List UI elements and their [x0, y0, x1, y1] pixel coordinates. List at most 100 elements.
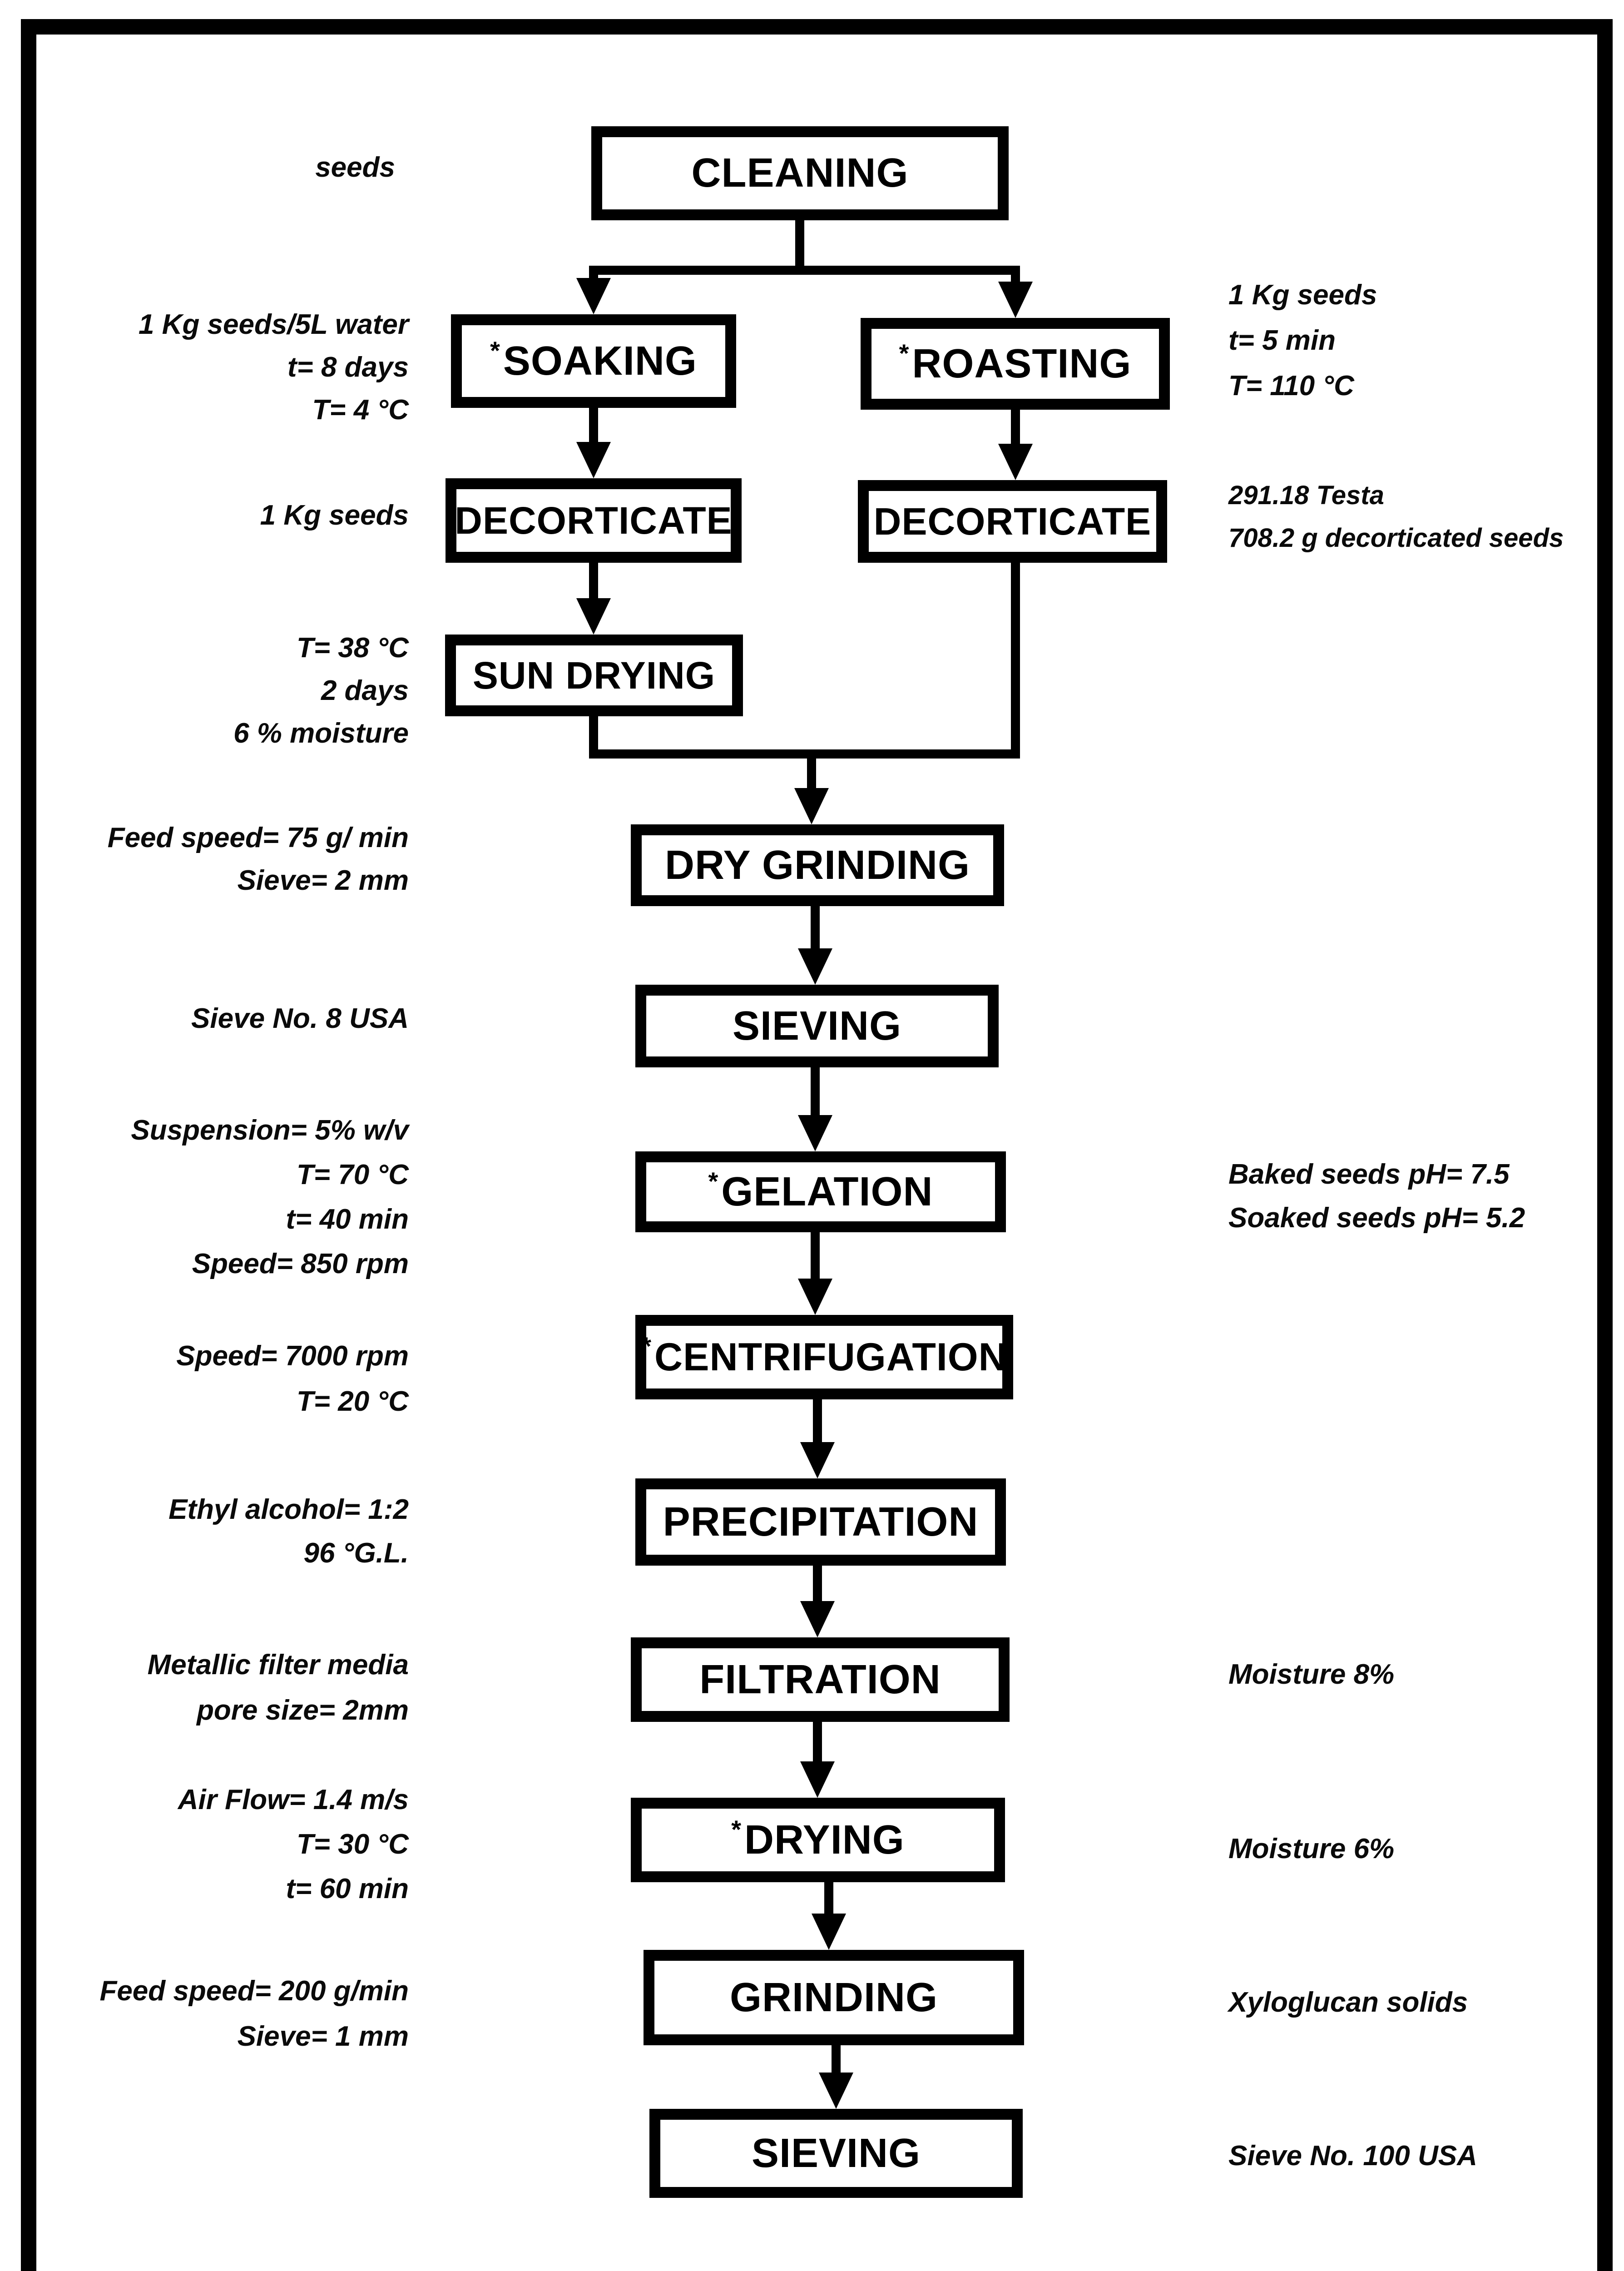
- arrowhead-to-centrifugation: [798, 1279, 832, 1315]
- process-box-label: CLEANING: [691, 150, 909, 196]
- annotation-grinding-right: Xyloglucan solids: [1228, 1981, 1610, 2024]
- annotation-line: seeds: [315, 152, 395, 183]
- process-box-filtration: FILTRATION: [631, 1637, 1010, 1722]
- process-box-gelation: *GELATION: [635, 1151, 1006, 1232]
- connector-merge-drop: [807, 759, 816, 791]
- annotation-line: 2 days: [321, 675, 409, 706]
- annotation-roasting-right: 1 Kg seeds t= 5 min T= 110 °C: [1228, 273, 1610, 409]
- arrowhead-to-drying: [800, 1761, 835, 1798]
- annotation-sun-drying-left: T= 38 °C 2 days 6 % moisture: [0, 627, 409, 755]
- connector-grinding-sieving2: [832, 2045, 841, 2076]
- annotation-grinding-left: Feed speed= 200 g/min Sieve= 1 mm: [0, 1969, 409, 2059]
- connector-split-horizontal: [589, 266, 1020, 275]
- process-box-label: *DRYING: [731, 1815, 905, 1863]
- annotation-line: Speed= 850 rpm: [192, 1248, 409, 1279]
- annotation-sieving1-left: Sieve No. 8 USA: [0, 997, 409, 1040]
- annotation-line: Feed speed= 200 g/min: [99, 1975, 409, 2007]
- connector-cleaning-stem: [795, 217, 804, 270]
- arrowhead-to-precipitation: [800, 1442, 835, 1478]
- connector-split-right-drop: [1011, 270, 1020, 285]
- process-box-grinding: GRINDING: [644, 1950, 1024, 2045]
- annotation-filtration-right: Moisture 8%: [1228, 1653, 1610, 1696]
- annotation-drying-right: Moisture 6%: [1228, 1828, 1610, 1870]
- annotation-decorticate-left: 1 Kg seeds: [0, 494, 409, 537]
- process-box-label: DRY GRINDING: [664, 842, 970, 888]
- arrowhead-to-dry-grinding: [794, 788, 829, 824]
- arrowhead-to-sun-drying: [576, 598, 611, 635]
- annotation-line: T= 70 °C: [296, 1159, 409, 1190]
- annotation-line: Metallic filter media: [147, 1649, 409, 1681]
- connector-roasting-decorticate: [1011, 410, 1020, 447]
- annotation-line: Soaked seeds pH= 5.2: [1228, 1202, 1525, 1234]
- annotation-line: t= 60 min: [286, 1873, 409, 1904]
- arrowhead-to-gelation: [798, 1115, 832, 1151]
- process-box-label: SIEVING: [751, 2130, 921, 2176]
- process-box-label: *GELATION: [708, 1166, 933, 1215]
- annotation-line: 1 Kg seeds: [1228, 279, 1377, 311]
- connector-decorticate-sundrying: [589, 563, 598, 602]
- annotation-dry-grinding-left: Feed speed= 75 g/ min Sieve= 2 mm: [0, 817, 409, 902]
- annotation-line: Air Flow= 1.4 m/s: [178, 1784, 409, 1815]
- process-box-label: *SOAKING: [490, 336, 697, 384]
- annotation-seeds: seeds: [0, 146, 395, 189]
- process-box-decorticate-right: DECORTICATE: [858, 480, 1167, 563]
- process-box-soaking: *SOAKING: [451, 314, 736, 408]
- process-box-sieving-2: SIEVING: [649, 2109, 1023, 2198]
- annotation-line: 6 % moisture: [233, 718, 409, 749]
- arrowhead-to-decorticate-right: [998, 444, 1033, 480]
- arrowhead-to-decorticate-left: [576, 442, 611, 478]
- annotation-line: T= 30 °C: [296, 1829, 409, 1860]
- process-box-precipitation: PRECIPITATION: [635, 1478, 1006, 1566]
- connector-drying-grinding: [824, 1882, 833, 1917]
- connector-gelation-centrifugation: [811, 1232, 820, 1282]
- annotation-line: T= 20 °C: [296, 1386, 409, 1417]
- annotation-line: Speed= 7000 rpm: [176, 1340, 409, 1372]
- connector-soaking-decorticate: [589, 408, 598, 444]
- process-box-label: GRINDING: [730, 1974, 938, 2020]
- annotation-line: Feed speed= 75 g/ min: [107, 822, 409, 853]
- process-box-label: SUN DRYING: [472, 654, 716, 697]
- process-box-label: DECORTICATE: [455, 499, 733, 542]
- annotation-line: Moisture 8%: [1228, 1659, 1395, 1690]
- annotation-line: 291.18 Testa: [1228, 481, 1384, 510]
- process-box-sun-drying: SUN DRYING: [445, 635, 743, 716]
- critical-asterisk: *: [899, 338, 910, 367]
- annotation-line: 1 Kg seeds/5L water: [138, 309, 409, 340]
- arrowhead-to-sieving-2: [819, 2073, 853, 2109]
- arrowhead-to-sieving-1: [798, 948, 832, 985]
- process-box-decorticate-left: DECORTICATE: [446, 478, 742, 563]
- connector-precipitation-filtration: [813, 1566, 822, 1604]
- process-box-label: *ROASTING: [899, 338, 1132, 387]
- connector-sieving-gelation: [811, 1067, 820, 1118]
- annotation-line: Sieve No. 100 USA: [1228, 2140, 1477, 2172]
- process-box-label: SIEVING: [732, 1003, 902, 1049]
- process-box-dry-grinding: DRY GRINDING: [631, 824, 1004, 906]
- annotation-line: T= 4 °C: [312, 394, 409, 426]
- critical-asterisk: *: [490, 336, 500, 365]
- process-box-cleaning: CLEANING: [591, 126, 1009, 220]
- annotation-line: pore size= 2mm: [197, 1695, 409, 1726]
- connector-decorticate-right-down: [1011, 563, 1020, 759]
- connector-filtration-drying: [813, 1722, 822, 1765]
- annotation-drying-left: Air Flow= 1.4 m/s T= 30 °C t= 60 min: [0, 1778, 409, 1911]
- annotation-sieving2-right: Sieve No. 100 USA: [1228, 2135, 1610, 2177]
- annotation-line: 1 Kg seeds: [260, 500, 409, 531]
- process-box-drying: *DRYING: [631, 1798, 1005, 1882]
- critical-asterisk: *: [731, 1815, 742, 1844]
- critical-asterisk: *: [708, 1166, 719, 1195]
- arrowhead-to-grinding: [812, 1914, 846, 1950]
- annotation-line: Suspension= 5% w/v: [131, 1115, 409, 1146]
- critical-asterisk: *: [641, 1331, 652, 1360]
- process-box-label: *CENTRIFUGATION: [641, 1331, 1007, 1379]
- arrowhead-to-filtration: [800, 1601, 835, 1637]
- process-box-label: DECORTICATE: [873, 500, 1152, 543]
- connector-merge-horizontal: [589, 749, 1020, 759]
- annotation-line: 708.2 g decorticated seeds: [1228, 523, 1564, 553]
- annotation-soaking-left: 1 Kg seeds/5L water t= 8 days T= 4 °C: [0, 303, 409, 431]
- annotation-line: T= 110 °C: [1228, 370, 1354, 402]
- process-box-sieving-1: SIEVING: [635, 985, 999, 1067]
- connector-centrifugation-precipitation: [813, 1399, 822, 1445]
- process-box-roasting: *ROASTING: [861, 318, 1170, 410]
- annotation-precipitation-left: Ethyl alcohol= 1:2 96 °G.L.: [0, 1488, 409, 1575]
